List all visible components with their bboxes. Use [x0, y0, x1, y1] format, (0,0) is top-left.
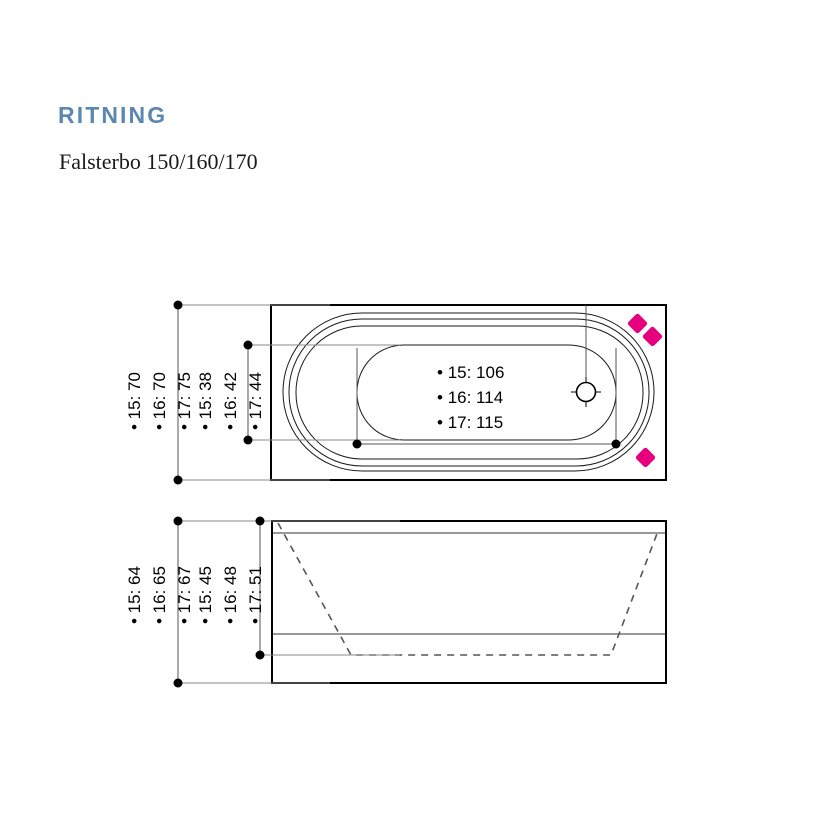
dim-text-inner-depth-16: • 16: 48	[221, 566, 240, 624]
dim-text-basin-width-15: • 15: 38	[196, 372, 215, 430]
dim-text-overall-width-17: • 17: 75	[175, 372, 194, 430]
dim-overall-height	[173, 516, 330, 688]
tub-rim-inner-outline	[288, 318, 650, 467]
bullet-icon: •	[150, 424, 169, 430]
side-view-frame	[271, 520, 667, 684]
dim-basin-width	[243, 340, 400, 445]
bullet-icon: •	[196, 424, 215, 430]
drain-crosshair	[571, 377, 601, 407]
dim-text-basin-width-16: • 16: 42	[221, 372, 240, 430]
bullet-icon: •	[221, 618, 240, 624]
page-subtitle: Falsterbo 150/160/170	[59, 149, 258, 174]
tub-rim-outer-outline	[282, 312, 655, 472]
top-view-group	[173, 300, 667, 485]
page-title: RITNING	[58, 102, 168, 128]
dim-inner-depth	[255, 516, 400, 660]
tub-apron-outline	[295, 325, 644, 460]
bullet-icon: •	[221, 424, 240, 430]
dim-text-overall-height-17: • 17: 67	[175, 566, 194, 624]
dim-text-overall-height-15: • 15: 64	[125, 566, 144, 624]
bullet-icon: •	[150, 618, 169, 624]
bullet-icon: •	[125, 618, 144, 624]
document-header: RITNING Falsterbo 150/160/170	[58, 102, 758, 173]
magenta-diamond-3	[635, 447, 656, 468]
bullet-icon: •	[175, 618, 194, 624]
dim-overall-width	[173, 300, 330, 485]
dim-text-overall-width-16: • 16: 70	[150, 372, 169, 430]
bullet-icon: •	[437, 413, 443, 432]
bullet-icon: •	[175, 424, 194, 430]
callout-line-17: • 17: 115	[437, 413, 504, 432]
bullet-icon: •	[246, 424, 265, 430]
bullet-icon: •	[196, 618, 215, 624]
callout-line-15: • 15: 106	[437, 363, 505, 382]
dim-text-overall-width-15: • 15: 70	[125, 372, 144, 430]
bullet-icon: •	[125, 424, 144, 430]
dim-text-inner-depth-15: • 15: 45	[196, 566, 215, 624]
dim-text-inner-depth-17: • 17: 51	[246, 566, 265, 624]
side-view-group	[173, 516, 667, 688]
dim-text-overall-height-16: • 16: 65	[150, 566, 169, 624]
bullet-icon: •	[437, 388, 443, 407]
basin-length-callout: • 15: 106 • 16: 114 • 17: 115	[437, 360, 504, 435]
bullet-icon: •	[437, 363, 443, 382]
callout-line-16: • 16: 114	[437, 388, 504, 407]
magenta-diamond-2	[642, 326, 663, 347]
bullet-icon: •	[246, 618, 265, 624]
dim-text-basin-width-17: • 17: 44	[246, 372, 265, 430]
dim-basin-length	[352, 348, 621, 449]
magenta-diamond-1	[627, 313, 648, 334]
